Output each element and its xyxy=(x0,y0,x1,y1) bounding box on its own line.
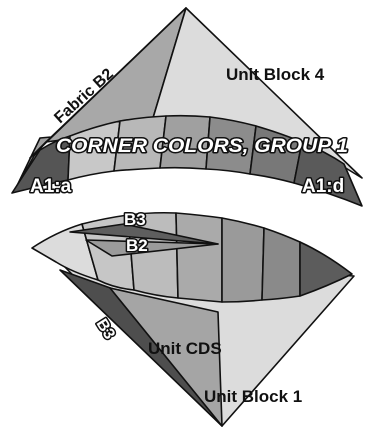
arc-segment xyxy=(175,212,223,303)
corner-colors-arc-band xyxy=(11,114,363,207)
label-b2-mid: B2 xyxy=(126,236,148,255)
label-unit-block-1: Unit Block 1 xyxy=(204,387,302,406)
fabric-b2-wedge xyxy=(85,239,219,257)
label-a1a: A1:a xyxy=(30,176,72,197)
arc-segment xyxy=(293,141,363,207)
label-b3-top: B3 xyxy=(124,210,146,229)
label-unit-block-4: Unit Block 4 xyxy=(226,65,325,84)
label-a1d: A1:d xyxy=(302,176,344,197)
fabric-b3-wedge xyxy=(69,223,219,245)
arc-segment xyxy=(299,241,353,297)
label-unit-cds: Unit CDS xyxy=(148,339,222,358)
label-corner-colors: CORNER COLORS, GROUP 1 xyxy=(56,136,348,157)
arc-segment xyxy=(221,217,265,303)
unit-cds-piece xyxy=(109,287,223,427)
arc-segment xyxy=(261,227,301,301)
unit-block-4-piece xyxy=(149,7,363,179)
